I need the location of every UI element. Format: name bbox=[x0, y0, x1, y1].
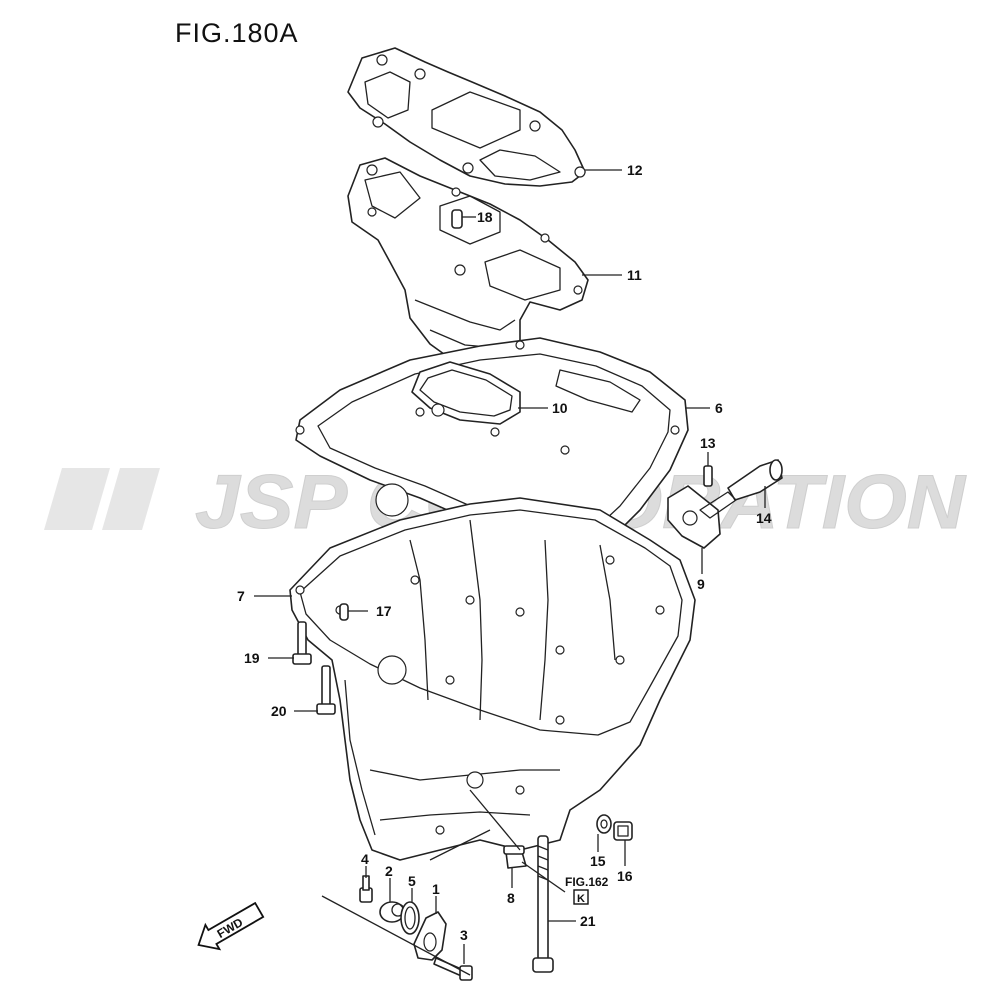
callout-7: 7 bbox=[237, 588, 245, 604]
callout-13: 13 bbox=[700, 435, 716, 451]
figure-reference: FIG.162 K bbox=[565, 875, 609, 905]
oil-pan bbox=[289, 497, 696, 861]
bolt-4 bbox=[359, 875, 373, 903]
callout-16: 16 bbox=[617, 868, 633, 884]
ref-figure-label: FIG.162 bbox=[565, 875, 609, 889]
dowel-pin-17 bbox=[339, 603, 349, 621]
callout-18: 18 bbox=[477, 209, 493, 225]
callout-8: 8 bbox=[507, 890, 515, 906]
callout-2: 2 bbox=[385, 863, 393, 879]
oring-seal bbox=[411, 361, 521, 425]
bolt-20 bbox=[316, 665, 336, 715]
bolt-19 bbox=[292, 621, 312, 665]
drain-plug-16 bbox=[613, 821, 633, 841]
dowel-pin-18 bbox=[451, 209, 463, 229]
callout-20: 20 bbox=[271, 703, 287, 719]
callout-9: 9 bbox=[697, 576, 705, 592]
gasket-washer-15 bbox=[596, 814, 612, 834]
callout-3: 3 bbox=[460, 927, 468, 943]
callout-10: 10 bbox=[552, 400, 568, 416]
bolt-3 bbox=[433, 957, 473, 981]
callout-12: 12 bbox=[627, 162, 643, 178]
callout-17: 17 bbox=[376, 603, 392, 619]
callout-11: 11 bbox=[627, 267, 642, 283]
cover-assembly bbox=[667, 459, 783, 549]
bolt-13 bbox=[703, 465, 713, 487]
stud-bolt-21 bbox=[532, 835, 554, 973]
callout-19: 19 bbox=[244, 650, 260, 666]
callout-21: 21 bbox=[580, 913, 596, 929]
callout-6: 6 bbox=[715, 400, 723, 416]
gasket-upper bbox=[347, 47, 586, 187]
oil-pan-gasket bbox=[295, 337, 689, 561]
fitting-8 bbox=[503, 845, 527, 869]
oil-pump-case bbox=[347, 157, 589, 371]
callout-14: 14 bbox=[756, 510, 772, 526]
callout-1: 1 bbox=[432, 881, 440, 897]
callout-5: 5 bbox=[408, 873, 416, 889]
bracket-1 bbox=[413, 911, 447, 961]
fwd-arrow: FWD bbox=[197, 901, 265, 951]
ref-box-label: K bbox=[577, 893, 585, 905]
leader-lines bbox=[254, 169, 766, 976]
figure-title: FIG.180A bbox=[175, 18, 299, 48]
callout-15: 15 bbox=[590, 853, 606, 869]
callout-4: 4 bbox=[361, 851, 369, 867]
callout-labels: 12 18 11 10 6 13 14 9 7 17 19 20 4 2 5 1… bbox=[237, 162, 772, 943]
oring-5 bbox=[400, 901, 420, 935]
